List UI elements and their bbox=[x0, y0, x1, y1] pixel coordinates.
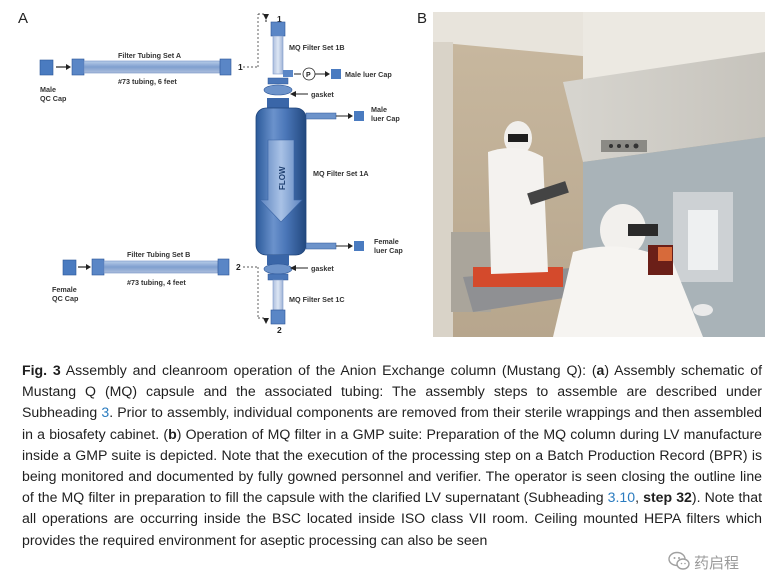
caption-panel-b-ref: b bbox=[168, 425, 177, 442]
male-luer-cap-label-2: luer Cap bbox=[371, 114, 400, 123]
gasket-top bbox=[263, 84, 293, 96]
female-luer-cap-label-2: luer Cap bbox=[374, 246, 403, 255]
tubing-b bbox=[103, 260, 219, 274]
caption-text-1: Assembly and cleanroom operation of the … bbox=[60, 362, 597, 378]
female-qc-cap-label-1: Female bbox=[52, 285, 77, 294]
top-number: 1 bbox=[277, 14, 282, 24]
filter-1b-label: MQ Filter Set 1B bbox=[289, 43, 345, 52]
caption-text-3: . Prior to assembly, individual componen… bbox=[22, 404, 762, 442]
filter-set-1b: 1 MQ Filter Set 1B P Male luer Cap gaske… bbox=[263, 14, 392, 99]
watermark: 药启程 bbox=[664, 546, 774, 576]
caption-text-5: ). Note that all operations are occurrin… bbox=[22, 489, 762, 548]
caption-comma: , bbox=[635, 489, 644, 506]
male-luer-cap-top-label: Male luer Cap bbox=[345, 70, 392, 79]
cleanroom-photo bbox=[433, 12, 765, 337]
filter-1c-label: MQ Filter Set 1C bbox=[289, 295, 345, 304]
flow-arrow-icon bbox=[259, 139, 303, 223]
pressure-gauge-symbol: P bbox=[306, 72, 311, 79]
caption-step-ref: step 32 bbox=[643, 489, 692, 506]
female-qc-cap-connector bbox=[62, 259, 77, 276]
caption-text-4: ) Operation of MQ filter in a GMP suite:… bbox=[22, 425, 762, 506]
subheading-3-link[interactable]: 3 bbox=[101, 404, 110, 421]
tubing-a bbox=[83, 60, 221, 74]
caption-text-2: ) Assembly schematic of Mustang Q (MQ) c… bbox=[22, 362, 762, 421]
tubing-set-a: Filter Tubing Set A #73 tubing, 6 feet 1… bbox=[39, 51, 243, 103]
male-luer-cap-label-1: Male bbox=[371, 105, 387, 114]
biosafety-cabinet bbox=[563, 52, 765, 162]
assembly-schematic: Filter Tubing Set A #73 tubing, 6 feet 1… bbox=[39, 13, 403, 335]
figure-caption: Fig. 3 Assembly and cleanroom operation … bbox=[22, 360, 762, 551]
wechat-logo-icon bbox=[668, 551, 690, 570]
flow-label: FLOW bbox=[278, 166, 287, 190]
female-qc-cap-label-2: QC Cap bbox=[52, 294, 79, 303]
gasket-top-label: gasket bbox=[311, 90, 334, 99]
male-qc-cap-label-1: Male bbox=[40, 85, 56, 94]
gasket-bottom bbox=[263, 263, 293, 275]
tubing-a-end-number: 1 bbox=[238, 62, 243, 72]
female-luer-cap-label-1: Female bbox=[374, 237, 399, 246]
tubing-b-spec: #73 tubing, 4 feet bbox=[127, 278, 186, 287]
subheading-3-10-link[interactable]: 3.10 bbox=[607, 489, 636, 506]
watermark-text: 药启程 bbox=[694, 554, 740, 572]
caption-panel-a-ref: a bbox=[596, 362, 605, 378]
gasket-bottom-label: gasket bbox=[311, 264, 334, 273]
filter-1a-label: MQ Filter Set 1A bbox=[313, 169, 369, 178]
bottom-number: 2 bbox=[277, 325, 282, 335]
mq-capsule: FLOW Male luer Cap MQ Filter Set 1A Fema… bbox=[255, 98, 403, 265]
tubing-set-b: Filter Tubing Set B #73 tubing, 4 feet 2… bbox=[52, 250, 241, 303]
standing-operator bbox=[488, 148, 548, 274]
tubing-b-label: Filter Tubing Set B bbox=[127, 250, 190, 259]
male-qc-cap-label-2: QC Cap bbox=[40, 94, 67, 103]
panel-b-label: B bbox=[417, 10, 428, 27]
fig-label: Fig. 3 bbox=[22, 362, 61, 378]
panel-a-label: A bbox=[18, 10, 29, 27]
tubing-a-spec: #73 tubing, 6 feet bbox=[118, 77, 177, 86]
tubing-a-label: Filter Tubing Set A bbox=[118, 51, 181, 60]
filter-set-1c: gasket MQ Filter Set 1C 2 bbox=[263, 263, 345, 335]
male-qc-cap-connector bbox=[39, 59, 54, 76]
tubing-b-end-number: 2 bbox=[236, 262, 241, 272]
